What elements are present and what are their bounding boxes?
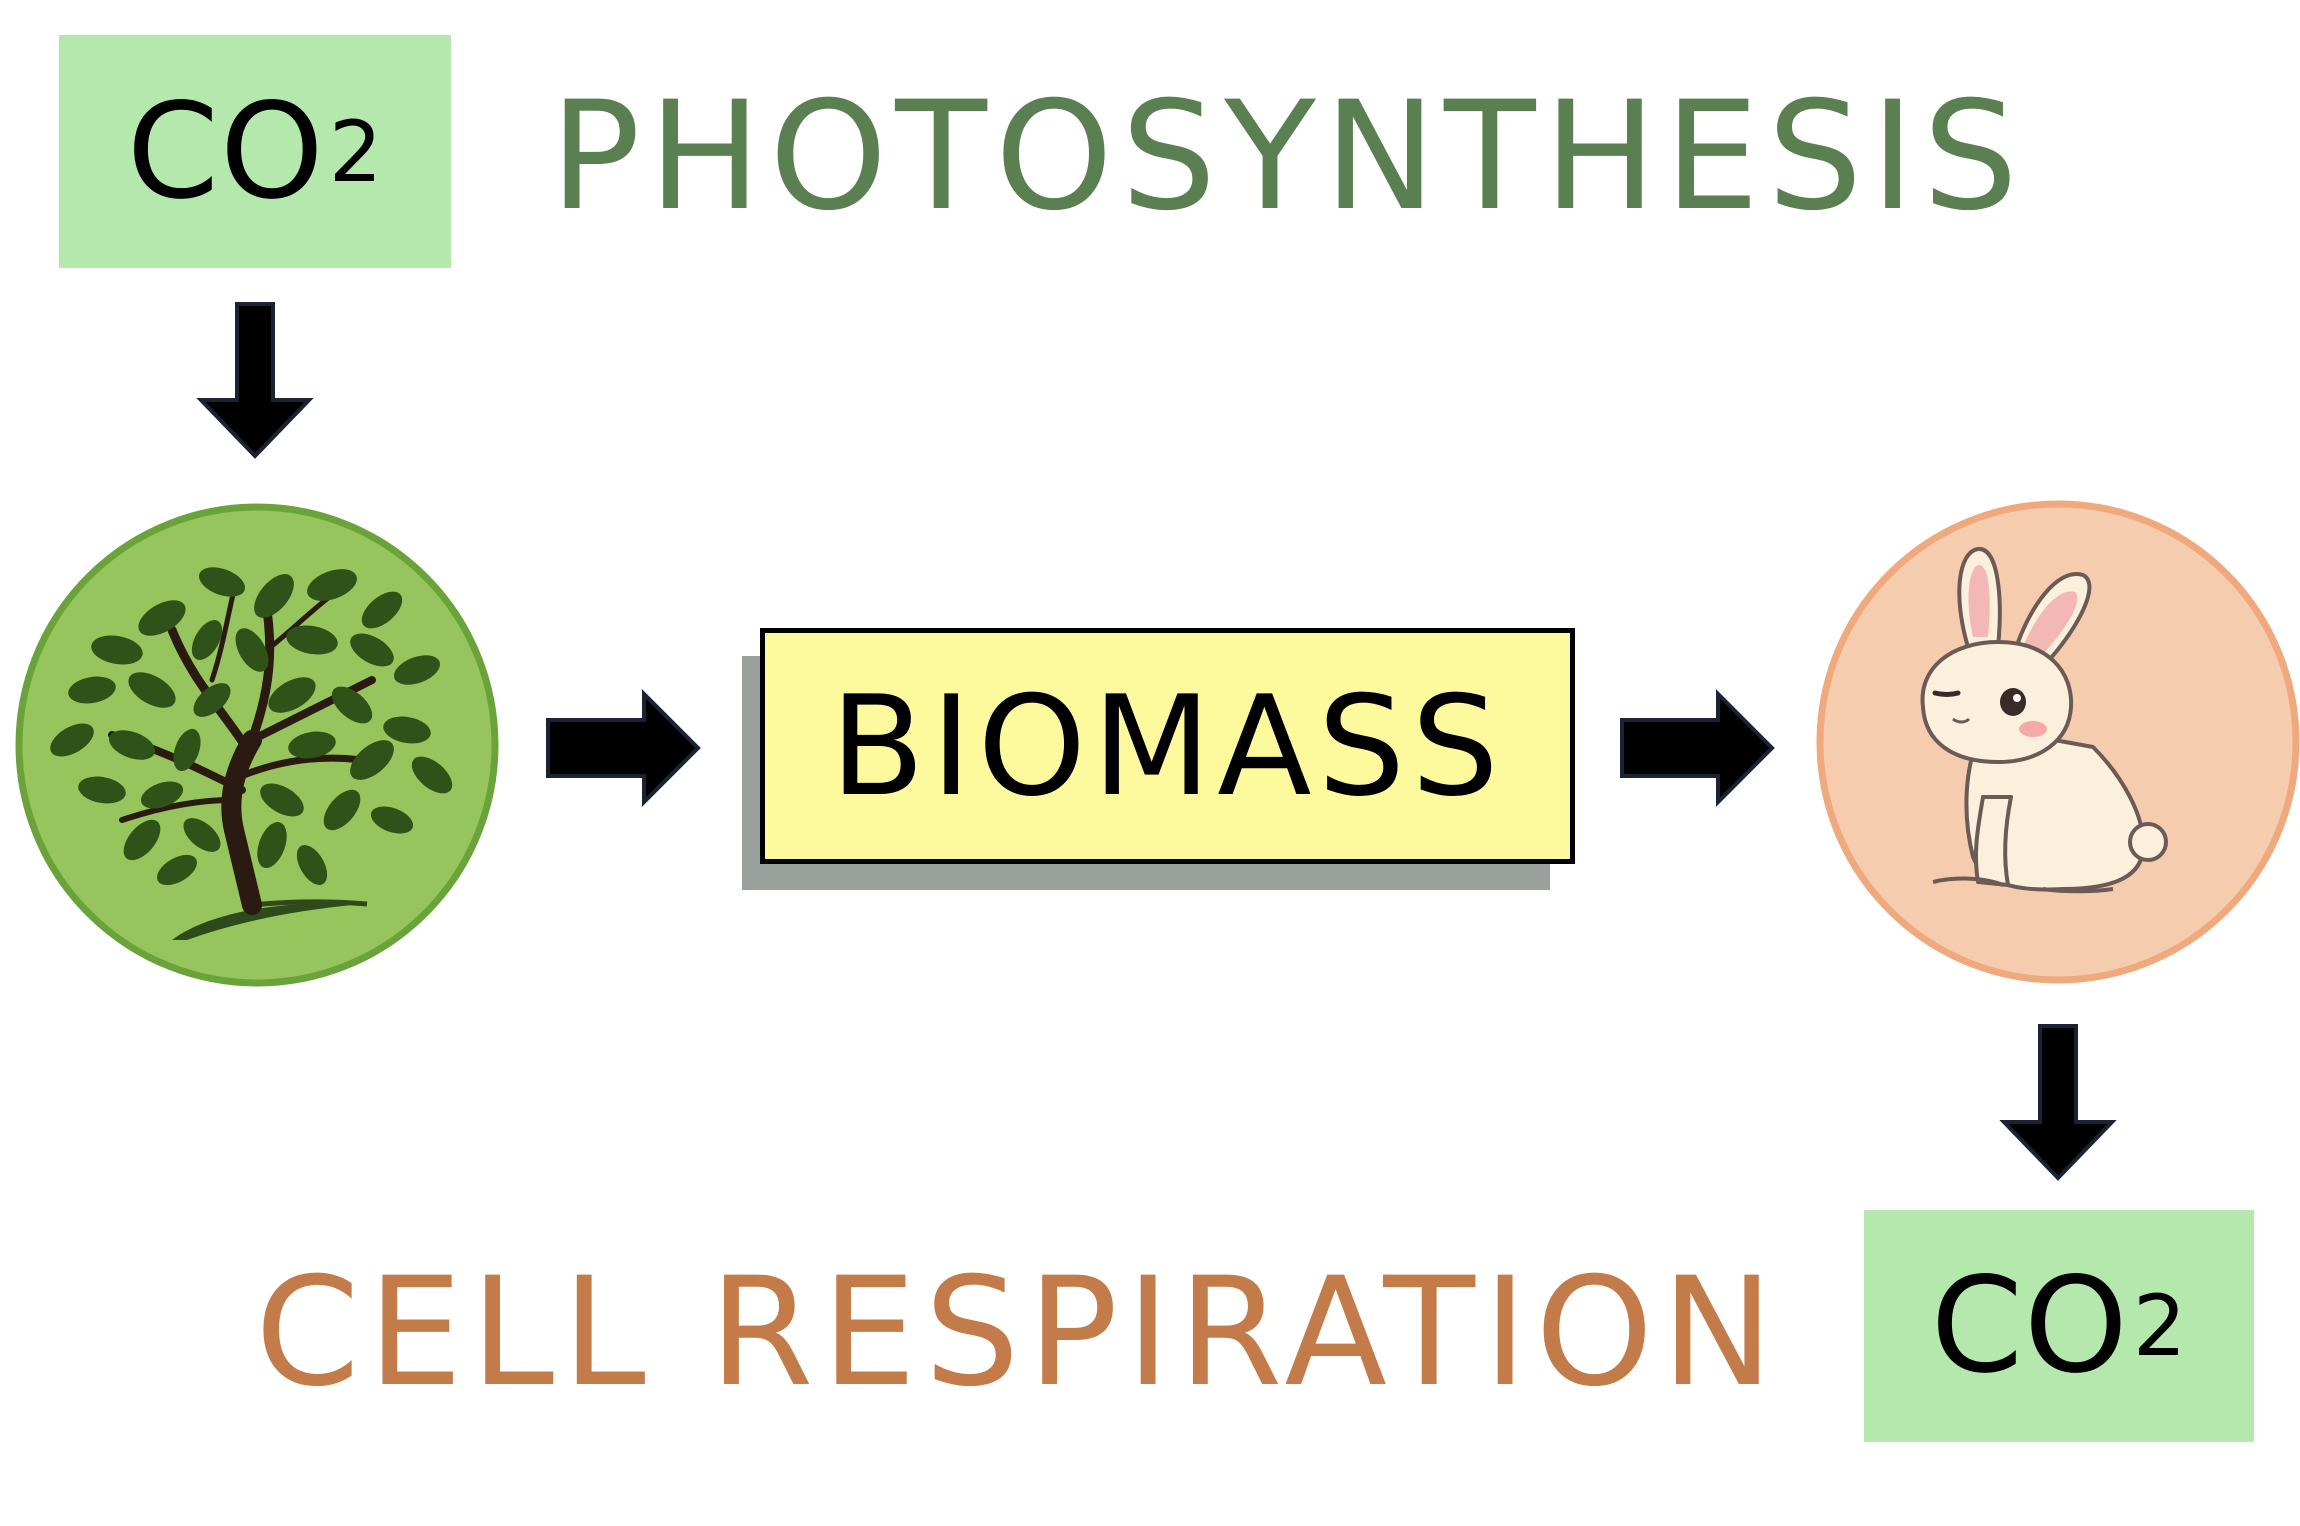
cell-respiration-title: CELL RESPIRATION [255,1246,1782,1420]
tree-icon [15,503,499,987]
rabbit-icon [1816,500,2300,984]
right-arrow-icon-2 [1620,689,1775,807]
down-arrow-icon-2 [1999,1024,2117,1181]
biomass-label: BIOMASS [830,665,1505,827]
co2-top-subscript: 2 [328,102,384,201]
co2-bottom-label: CO [1930,1249,2129,1403]
co2-bottom-subscript: 2 [2132,1277,2188,1375]
right-arrow-icon-1 [546,689,701,807]
photosynthesis-title: PHOTOSYNTHESIS [550,70,2026,244]
co2-top-label: CO [126,74,325,229]
biomass-box: BIOMASS [760,628,1575,864]
down-arrow-icon [196,302,314,459]
